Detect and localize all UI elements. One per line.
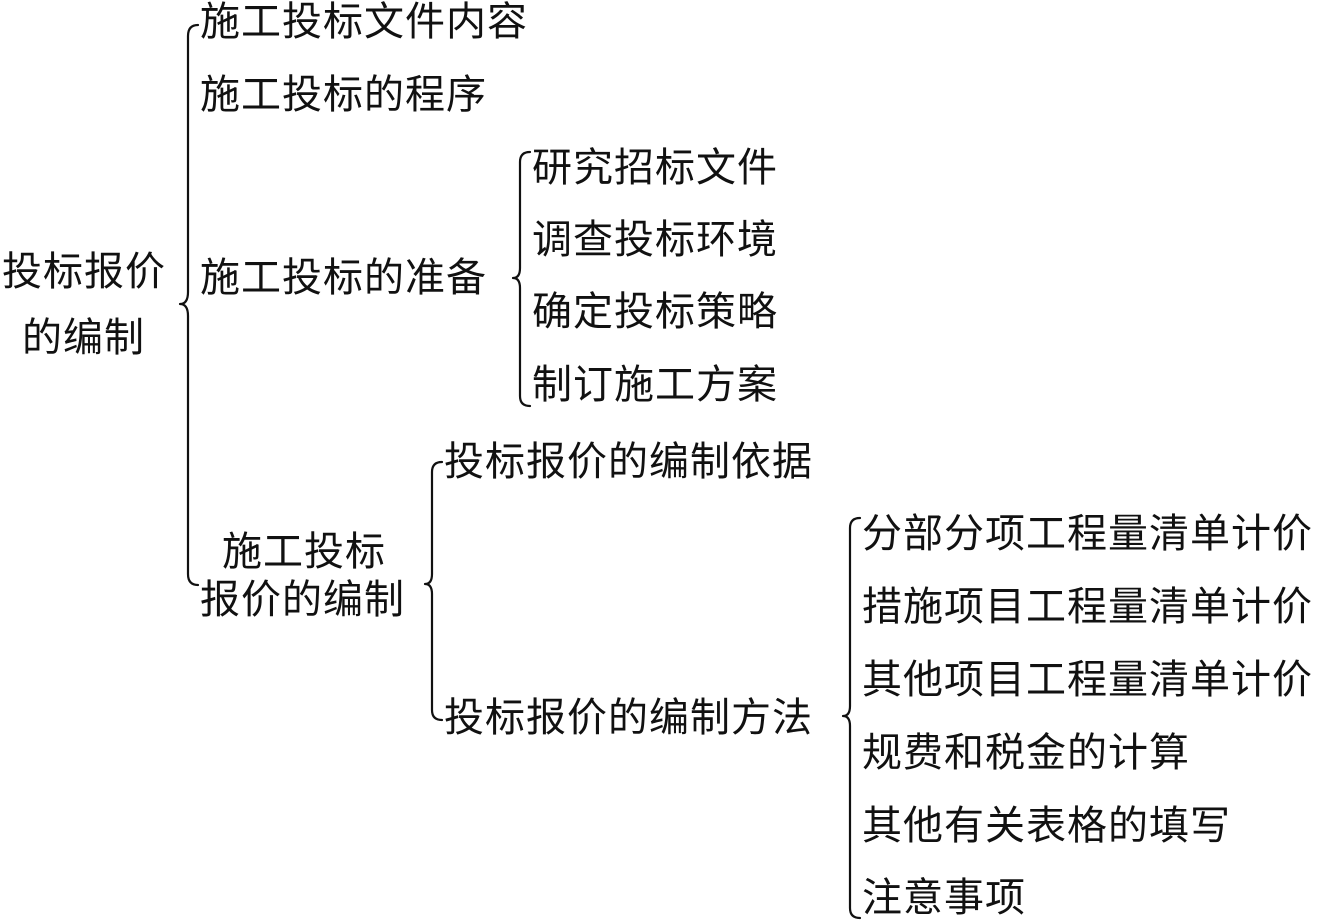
root-node-line2: 的编制	[22, 315, 145, 361]
method-item-notes: 注意事项	[862, 875, 1026, 921]
level1-item-bid-pricing-line1: 施工投标	[222, 529, 386, 575]
level1-item-bid-procedure: 施工投标的程序	[200, 72, 487, 118]
level1-item-bid-preparation: 施工投标的准备	[200, 255, 487, 301]
brace-pricing	[423, 460, 444, 722]
method-item-sub-item-pricing: 分部分项工程量清单计价	[862, 511, 1313, 557]
method-item-measure-pricing: 措施项目工程量清单计价	[862, 584, 1313, 630]
brace-root	[178, 23, 200, 587]
method-item-other-pricing: 其他项目工程量清单计价	[862, 657, 1313, 703]
preparation-item-study-tender: 研究招标文件	[532, 145, 778, 191]
root-node-line1: 投标报价	[2, 249, 166, 295]
brace-preparation	[511, 150, 532, 408]
method-item-fees-taxes: 规费和税金的计算	[862, 730, 1190, 776]
preparation-item-determine-strategy: 确定投标策略	[532, 289, 778, 335]
preparation-item-construction-plan: 制订施工方案	[532, 362, 778, 408]
level1-item-bid-pricing-line2: 报价的编制	[200, 577, 405, 623]
method-item-other-forms: 其他有关表格的填写	[862, 803, 1231, 849]
pricing-item-method: 投标报价的编制方法	[444, 695, 813, 741]
level1-item-bid-documents: 施工投标文件内容	[200, 0, 528, 45]
brace-method	[841, 516, 862, 920]
pricing-item-basis: 投标报价的编制依据	[444, 439, 813, 485]
preparation-item-investigate-environment: 调查投标环境	[532, 217, 778, 263]
